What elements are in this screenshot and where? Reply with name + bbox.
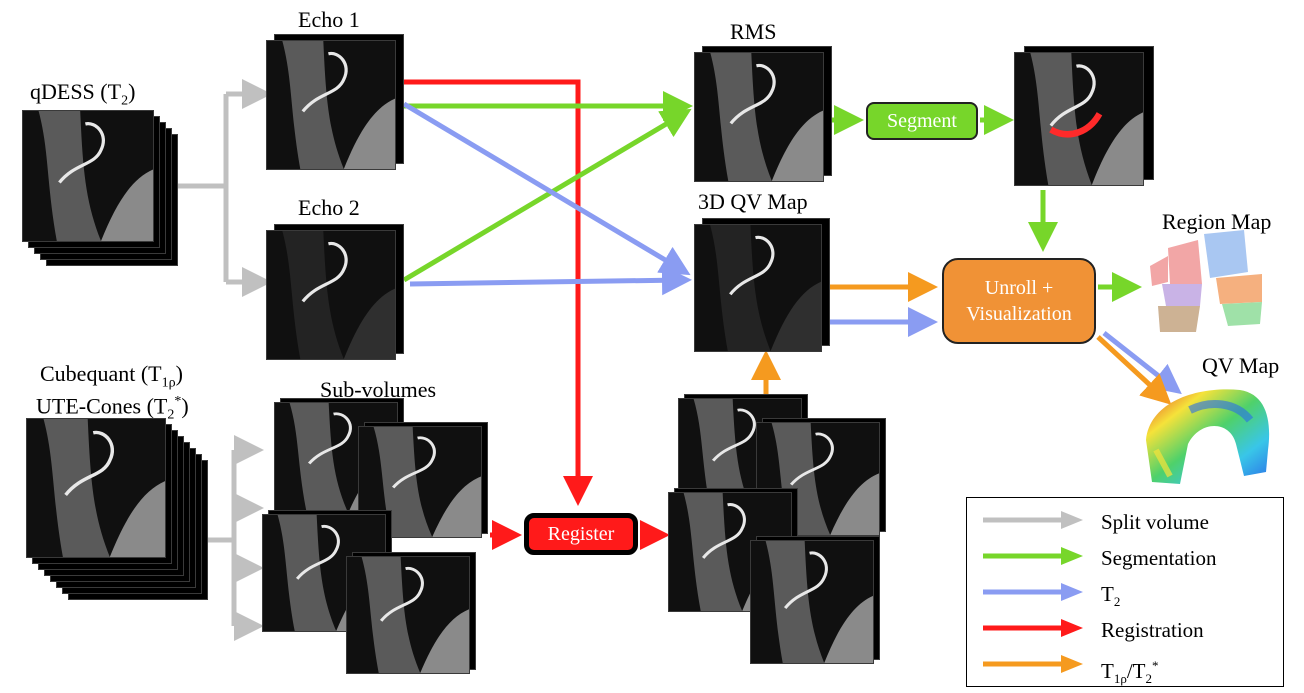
register-node[interactable]: Register — [524, 513, 638, 555]
mri-slice — [358, 426, 482, 538]
mri-slice — [22, 110, 154, 242]
segmentation-arrows — [402, 91, 1142, 302]
mri-slice — [26, 418, 166, 558]
subvolumes-label: Sub-volumes — [320, 377, 437, 402]
echo1-label: Echo 1 — [298, 7, 360, 32]
mri-slice — [694, 52, 824, 182]
legend-label: Segmentation — [1101, 546, 1217, 570]
legend-arrow-icon — [983, 511, 1083, 529]
qv-map-label: QV Map — [1202, 353, 1280, 378]
qdess-label: qDESS (T2) — [30, 79, 136, 109]
unroll-visualization-node[interactable]: Unroll + Visualization — [942, 258, 1096, 344]
segment-node[interactable]: Segment — [866, 102, 978, 140]
unroll-line1: Unroll + — [984, 277, 1054, 299]
t1rho-arrows — [751, 272, 1172, 405]
legend-arrow-icon — [983, 583, 1083, 601]
unroll-line2: Visualization — [966, 303, 1072, 325]
split-arrows-cubequant — [204, 435, 264, 641]
mri-slice — [756, 422, 880, 536]
legend-arrow-icon — [983, 547, 1083, 565]
mri-slice — [346, 556, 470, 674]
legend-label: Split volume — [1101, 510, 1209, 534]
legend-row: T2 — [967, 578, 1283, 610]
region-map-label: Region Map — [1162, 209, 1272, 234]
legend-label: T2 — [1101, 582, 1121, 610]
legend-arrow-icon — [983, 655, 1083, 673]
mri-slice — [266, 230, 396, 360]
legend-row: Split volume — [967, 506, 1283, 538]
qv-map-image — [1146, 389, 1270, 484]
qvmap3d-label: 3D QV Map — [698, 189, 808, 214]
mri-slice — [1014, 52, 1144, 186]
legend-arrow-icon — [983, 619, 1083, 637]
utecones-label: UTE-Cones (T2*) — [36, 393, 189, 423]
echo2-label: Echo 2 — [298, 195, 360, 220]
mri-slice — [266, 40, 396, 170]
legend-row: T1ρ/T2* — [967, 650, 1283, 686]
rms-label: RMS — [730, 19, 777, 44]
mri-slice — [750, 540, 874, 664]
legend-label: T1ρ/T2* — [1101, 658, 1159, 687]
registration-arrows — [404, 79, 670, 550]
legend-row: Registration — [967, 614, 1283, 646]
legend-label: Registration — [1101, 618, 1204, 642]
region-map-image — [1150, 230, 1262, 332]
legend-row: Segmentation — [967, 542, 1283, 574]
mri-slice — [694, 224, 822, 352]
cubequant-label: Cubequant (T1ρ) — [40, 361, 183, 391]
split-arrows-qdess — [178, 79, 272, 297]
